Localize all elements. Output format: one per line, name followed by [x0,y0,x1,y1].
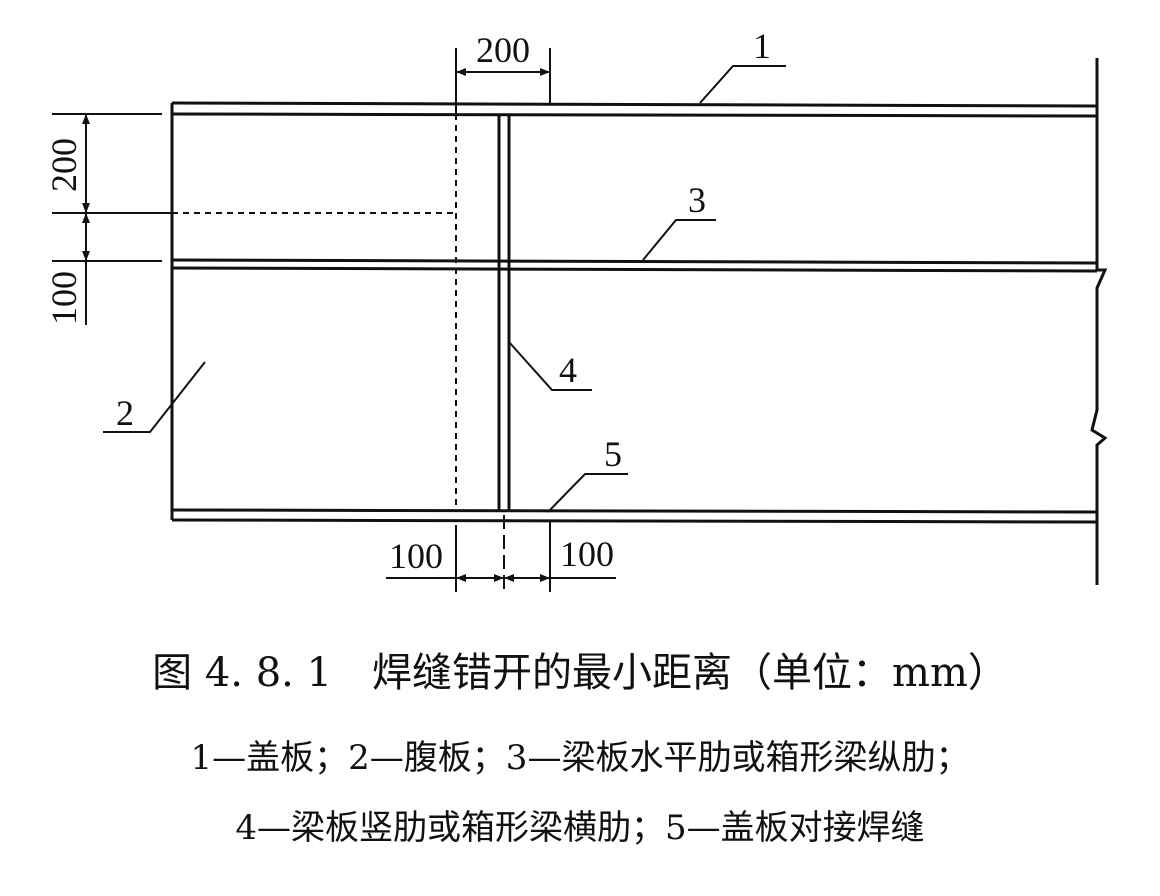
weld-offset-diagram: 200 200 100 100 100 1 2 3 4 5 [44,26,1108,592]
callout-5-label: 5 [604,434,622,474]
horizontal-rib-upper [171,258,1098,265]
bottom-cover-plate-inner [171,508,1098,514]
top-cover-plate-outer [171,101,1098,108]
right-break-line [1090,268,1108,585]
bottom-left-dimension-label: 100 [389,536,443,576]
callout-2-label: 2 [116,393,134,433]
callout-3-label: 3 [688,180,706,220]
callout-1-label: 1 [753,26,771,66]
callout-2-leader [103,361,206,433]
top-dimension-label: 200 [476,30,530,70]
horizontal-rib-lower [171,266,1098,273]
figure-caption-title: 图 4. 8. 1 焊缝错开的最小距离（单位：mm） [152,650,1008,696]
callout-4-leader [508,341,592,391]
figure-legend-line-1: 1—盖板；2—腹板；3—梁板水平肋或箱形梁纵肋； [190,738,970,778]
callout-4-label: 4 [559,350,577,390]
callout-5-leader [547,473,628,513]
callout-1-leader [699,65,786,104]
figure-legend-line-2: 4—梁板竖肋或箱形梁横肋；5—盖板对接焊缝 [235,808,925,848]
callout-3-leader [642,219,716,261]
bottom-right-dimension-label: 100 [560,534,614,574]
bottom-cover-plate-outer [171,518,1098,524]
left-lower-dimension-label: 100 [44,271,84,325]
top-cover-plate-inner [171,112,1098,118]
left-upper-dimension-label: 200 [44,138,84,192]
